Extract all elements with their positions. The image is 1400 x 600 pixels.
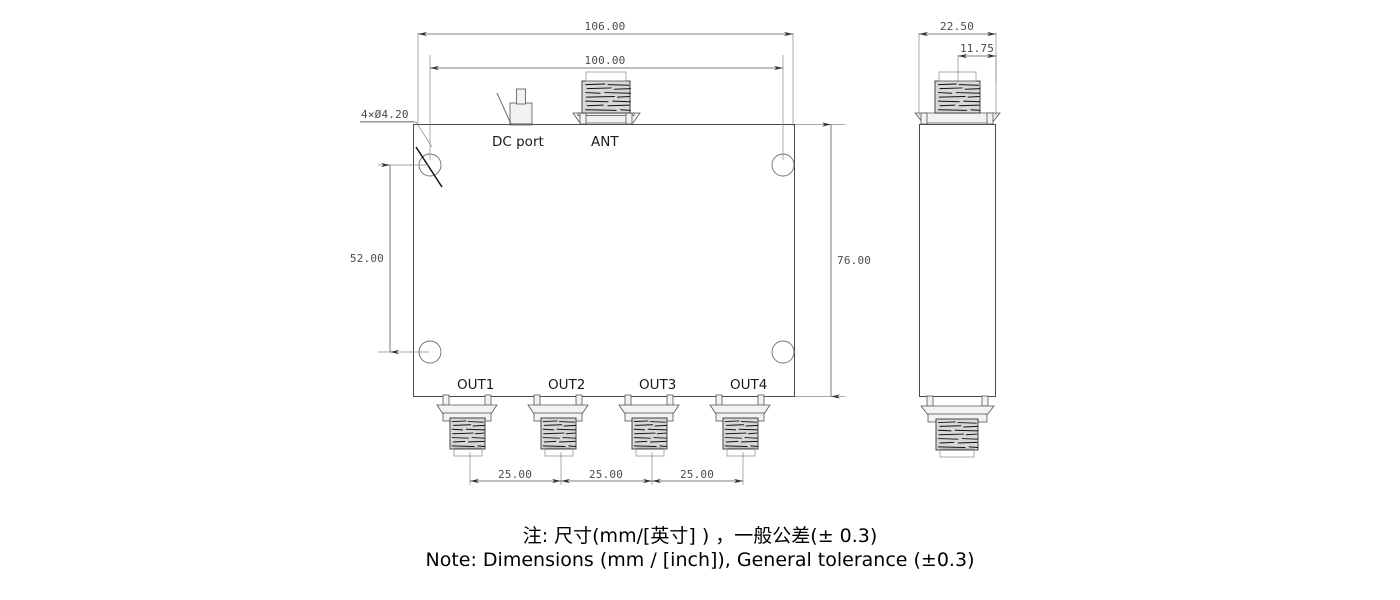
out3-label: OUT3: [639, 377, 676, 393]
mounting-hole-bottom-right: [771, 340, 795, 364]
dim-pitch1-text: 25.00: [498, 468, 532, 481]
hole-callout-text: 4×Ø4.20: [361, 108, 409, 121]
ant-label: ANT: [591, 134, 619, 150]
side-out-connector: [920, 395, 995, 458]
side-extension-lines: [918, 33, 997, 116]
note-line-english: Note: Dimensions (mm / [inch]), General …: [426, 549, 975, 571]
side-body-outline: [919, 124, 996, 397]
front-view: 4×Ø4.20 DC port ANT OUT1: [350, 20, 871, 485]
dim-pitch2-text: 25.00: [589, 468, 623, 481]
dim-100-text: 100.00: [585, 54, 626, 67]
ant-connector: [572, 71, 641, 125]
out2-connector: OUT2: [527, 377, 589, 457]
dimension-pitch-3: 25.00: [652, 468, 743, 484]
out4-label: OUT4: [730, 377, 767, 393]
out4-connector: OUT4: [709, 377, 771, 457]
dimension-overall-width: 106.00: [418, 20, 793, 37]
dc-port-connector: [496, 88, 533, 126]
out1-label: OUT1: [457, 377, 494, 393]
dimension-connector-offset: 11.75: [958, 42, 996, 59]
side-ant-connector: [914, 71, 1001, 125]
front-body-outline: [413, 124, 795, 397]
dimension-side-depth: 22.50: [919, 20, 996, 37]
dim-76-text: 76.00: [837, 254, 871, 267]
dimension-inner-width: 100.00: [430, 54, 783, 71]
out2-label: OUT2: [548, 377, 585, 393]
side-view: 22.50 11.75: [914, 20, 1001, 458]
dc-port-label: DC port: [492, 134, 544, 150]
dimension-overall-height: 76.00: [822, 122, 871, 399]
note-line-chinese: 注: 尺寸(mm/[英寸] ) ，一般公差(± 0.3): [523, 525, 878, 547]
dim-1175-text: 11.75: [960, 42, 994, 55]
dim-pitch3-text: 25.00: [680, 468, 714, 481]
dim-106-text: 106.00: [585, 20, 626, 33]
dimension-pitch-2: 25.00: [561, 468, 652, 484]
dim-2250-text: 22.50: [940, 20, 974, 33]
dimension-pitch-1: 25.00: [470, 468, 561, 484]
out1-connector: OUT1: [436, 377, 498, 457]
dimension-hole-spacing: 52.00: [350, 162, 399, 355]
out3-connector: OUT3: [618, 377, 680, 457]
dim-52-text: 52.00: [350, 252, 384, 265]
hole-callout-leader: [360, 121, 443, 188]
